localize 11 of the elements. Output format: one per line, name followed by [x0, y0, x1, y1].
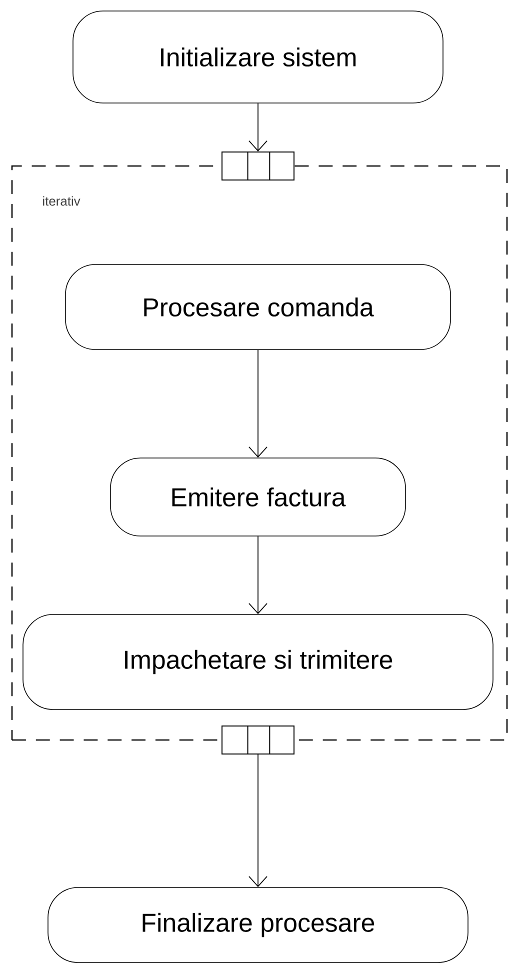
action-box: Initializare sistem: [72, 10, 444, 104]
arrow: [248, 349, 268, 458]
action-box: Procesare comanda: [65, 264, 451, 350]
arrow: [248, 754, 268, 888]
pin-box: [222, 725, 294, 755]
arrow: [248, 102, 268, 152]
arrow: [248, 536, 268, 614]
action-box: Impachetare si trimitere: [22, 614, 494, 710]
action-box: Finalizare procesare: [48, 887, 468, 963]
action-box: Emitere factura: [110, 458, 406, 536]
pin-box: [222, 151, 294, 181]
